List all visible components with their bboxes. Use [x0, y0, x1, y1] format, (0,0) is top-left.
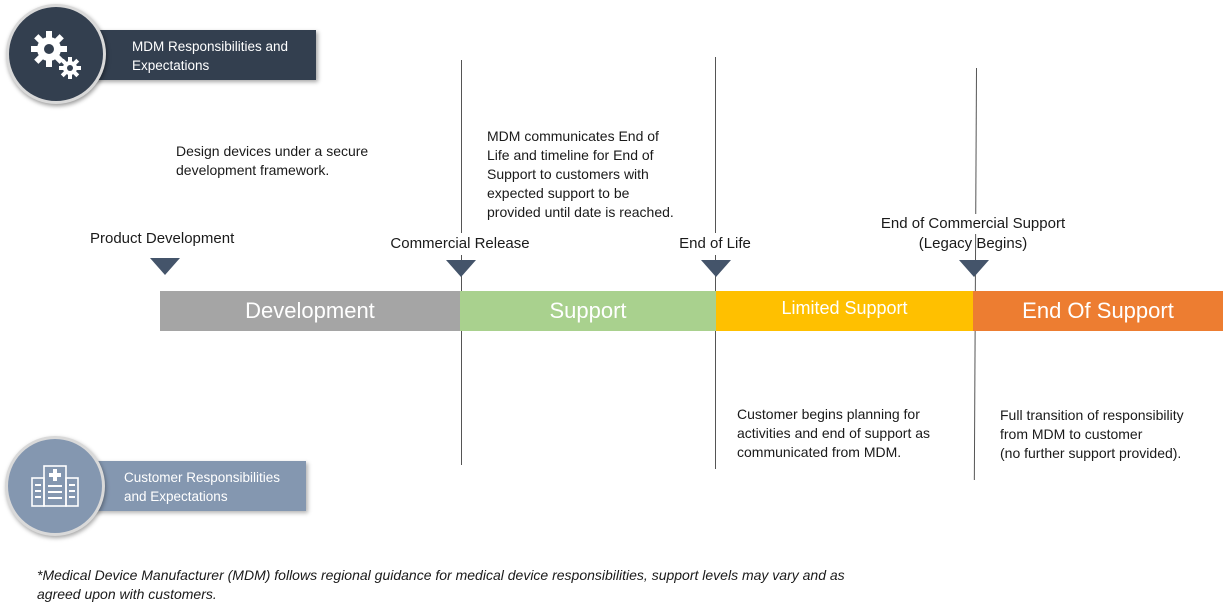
- phase-development: Development: [160, 291, 460, 331]
- milestone-commercial-release: Commercial Release: [374, 233, 546, 255]
- phase-support: Support: [460, 291, 716, 331]
- milestone-end-of-life: End of Life: [650, 233, 780, 255]
- mdm-icon-circle: [6, 4, 106, 104]
- marker-commercial-release: [446, 260, 476, 277]
- milestone-product-development: Product Development: [90, 230, 235, 247]
- gears-icon: [31, 31, 81, 79]
- marker-end-commercial-support: [959, 260, 989, 277]
- hospital-building-icon: [31, 465, 79, 507]
- marker-end-of-life: [701, 260, 731, 277]
- customer-title-line2: and Expectations: [124, 489, 228, 504]
- customer-icon-circle: [5, 436, 105, 536]
- phase-end-of-support: End Of Support: [973, 291, 1223, 331]
- marker-product-development: [150, 258, 180, 275]
- customer-note-end-of-support: Full transition of responsibility from M…: [1000, 407, 1184, 461]
- mdm-note-development: Design devices under a secure developmen…: [176, 143, 369, 178]
- mdm-title-box: MDM Responsibilities and Expectations: [88, 30, 316, 80]
- customer-note-limited-support: Customer begins planning for activities …: [737, 406, 931, 460]
- mdm-note-end-of-life: MDM communicates End of Life and timelin…: [487, 128, 674, 220]
- customer-title-line1: Customer Responsibilities: [124, 470, 281, 485]
- mdm-title-line1: MDM Responsibilities and: [132, 39, 289, 54]
- phase-limited-support: Limited Support: [716, 291, 973, 331]
- footnote: *Medical Device Manufacturer (MDM) follo…: [37, 567, 845, 602]
- customer-title-box: Customer Responsibilities and Expectatio…: [80, 461, 306, 511]
- mdm-title-line2: Expectations: [132, 58, 210, 73]
- milestone-end-commercial-support: End of Commercial Support (Legacy Begins…: [868, 214, 1078, 254]
